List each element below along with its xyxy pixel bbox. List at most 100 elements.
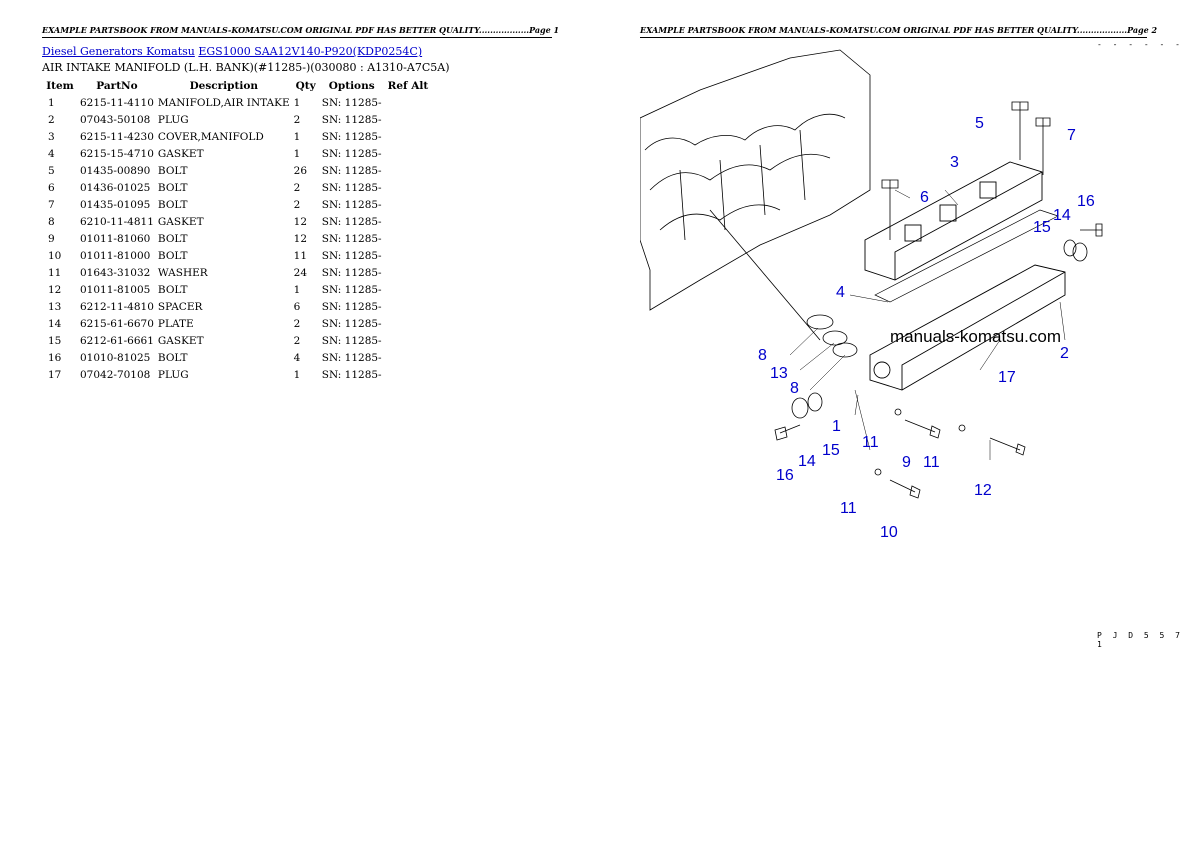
callout-number: 14 xyxy=(798,453,816,470)
header-qty: Qty xyxy=(295,79,316,92)
cell-description: PLATE xyxy=(157,317,194,330)
callout-number: 3 xyxy=(950,154,959,171)
table-header-row: Item PartNo Description Qty Options Ref … xyxy=(42,77,432,94)
cell-ref-alt xyxy=(384,179,433,196)
cell-partno: 01010-81025 xyxy=(80,351,151,364)
cell-partno: 01643-31032 xyxy=(80,266,151,279)
cell-item: 6 xyxy=(48,181,55,194)
page-2-header: EXAMPLE PARTSBOOK FROM MANUALS-KOMATSU.C… xyxy=(640,25,1157,38)
cell-ref-alt xyxy=(384,247,433,264)
cell-options: SN: 11285- xyxy=(321,300,382,313)
cell-item: 11 xyxy=(48,266,62,279)
cell-qty: 11 xyxy=(293,249,308,262)
callout-number: 16 xyxy=(1077,193,1095,210)
cell-item: 3 xyxy=(48,130,55,143)
header-options: Options xyxy=(328,79,375,92)
cell-options: SN: 11285- xyxy=(321,215,382,228)
cell-options: SN: 11285- xyxy=(321,368,382,381)
cell-partno: 07042-70108 xyxy=(80,368,151,381)
cell-ref-alt xyxy=(384,162,433,179)
cell-qty: 12 xyxy=(293,232,308,245)
callout-number: 6 xyxy=(920,189,929,206)
cell-item: 15 xyxy=(48,334,62,347)
cell-partno: 6215-11-4230 xyxy=(80,130,154,143)
callout-number: 12 xyxy=(974,482,992,499)
callout-number: 5 xyxy=(975,115,984,132)
cell-options: SN: 11285- xyxy=(321,283,382,296)
cell-options: SN: 11285- xyxy=(321,334,382,347)
cell-description: BOLT xyxy=(157,351,188,364)
cell-item: 1 xyxy=(48,96,55,109)
cell-qty: 2 xyxy=(293,198,301,211)
cell-ref-alt xyxy=(384,128,433,145)
cell-options: SN: 11285- xyxy=(321,232,382,245)
cell-qty: 2 xyxy=(293,113,301,126)
cell-options: SN: 11285- xyxy=(321,164,382,177)
cell-partno: 6212-11-4810 xyxy=(80,300,154,313)
engine-outline xyxy=(640,49,871,341)
cell-item: 14 xyxy=(48,317,62,330)
cell-ref-alt xyxy=(384,298,433,315)
header-partno: PartNo xyxy=(96,79,138,92)
cell-partno: 6215-15-4710 xyxy=(80,147,154,160)
cell-options: SN: 11285- xyxy=(321,249,382,262)
callout-number: 2 xyxy=(1060,345,1069,362)
breadcrumb-category-link[interactable]: Diesel Generators Komatsu xyxy=(42,45,195,58)
cell-item: 17 xyxy=(48,368,62,381)
cell-qty: 2 xyxy=(293,334,301,347)
cell-partno: 6215-61-6670 xyxy=(80,317,154,330)
cell-description: WASHER xyxy=(157,266,208,279)
cell-partno: 01011-81005 xyxy=(80,283,151,296)
callout-number: 8 xyxy=(758,347,767,364)
callout-number: 4 xyxy=(836,284,845,301)
cell-options: SN: 11285- xyxy=(321,266,382,279)
cell-item: 4 xyxy=(48,147,55,160)
header-item: Item xyxy=(46,79,74,92)
cell-ref-alt xyxy=(384,315,433,332)
callout-number: 16 xyxy=(776,467,794,484)
cell-item: 5 xyxy=(48,164,55,177)
cell-qty: 26 xyxy=(293,164,308,177)
cell-item: 2 xyxy=(48,113,55,126)
cell-options: SN: 11285- xyxy=(321,113,382,126)
cell-options: SN: 11285- xyxy=(321,317,382,330)
cell-ref-alt xyxy=(384,230,433,247)
cell-partno: 01011-81060 xyxy=(80,232,151,245)
cell-item: 13 xyxy=(48,300,62,313)
cell-options: SN: 11285- xyxy=(321,351,382,364)
cell-ref-alt xyxy=(384,196,433,213)
cell-partno: 01436-01025 xyxy=(80,181,151,194)
callout-number: 13 xyxy=(770,365,788,382)
cell-item: 9 xyxy=(48,232,55,245)
page-1-header: EXAMPLE PARTSBOOK FROM MANUALS-KOMATSU.C… xyxy=(42,25,559,38)
callout-number: 11 xyxy=(840,500,857,517)
callout-number: 10 xyxy=(880,524,898,540)
breadcrumb: Diesel Generators Komatsu EGS1000 SAA12V… xyxy=(42,45,422,58)
cell-item: 12 xyxy=(48,283,62,296)
cell-description: BOLT xyxy=(157,164,188,177)
callout-number: 1 xyxy=(832,418,841,435)
cell-description: SPACER xyxy=(157,300,203,313)
parts-table: Item PartNo Description Qty Options Ref … xyxy=(42,77,432,383)
cell-description: BOLT xyxy=(157,181,188,194)
cell-ref-alt xyxy=(384,145,433,162)
breadcrumb-model-link[interactable]: EGS1000 SAA12V140-P920(KDP0254C) xyxy=(198,45,423,58)
cell-qty: 6 xyxy=(293,300,301,313)
diagram-code-top: - - - - - - xyxy=(1097,40,1183,49)
callout-number: 11 xyxy=(923,454,940,471)
cell-ref-alt xyxy=(384,349,433,366)
cell-description: PLUG xyxy=(157,368,189,381)
